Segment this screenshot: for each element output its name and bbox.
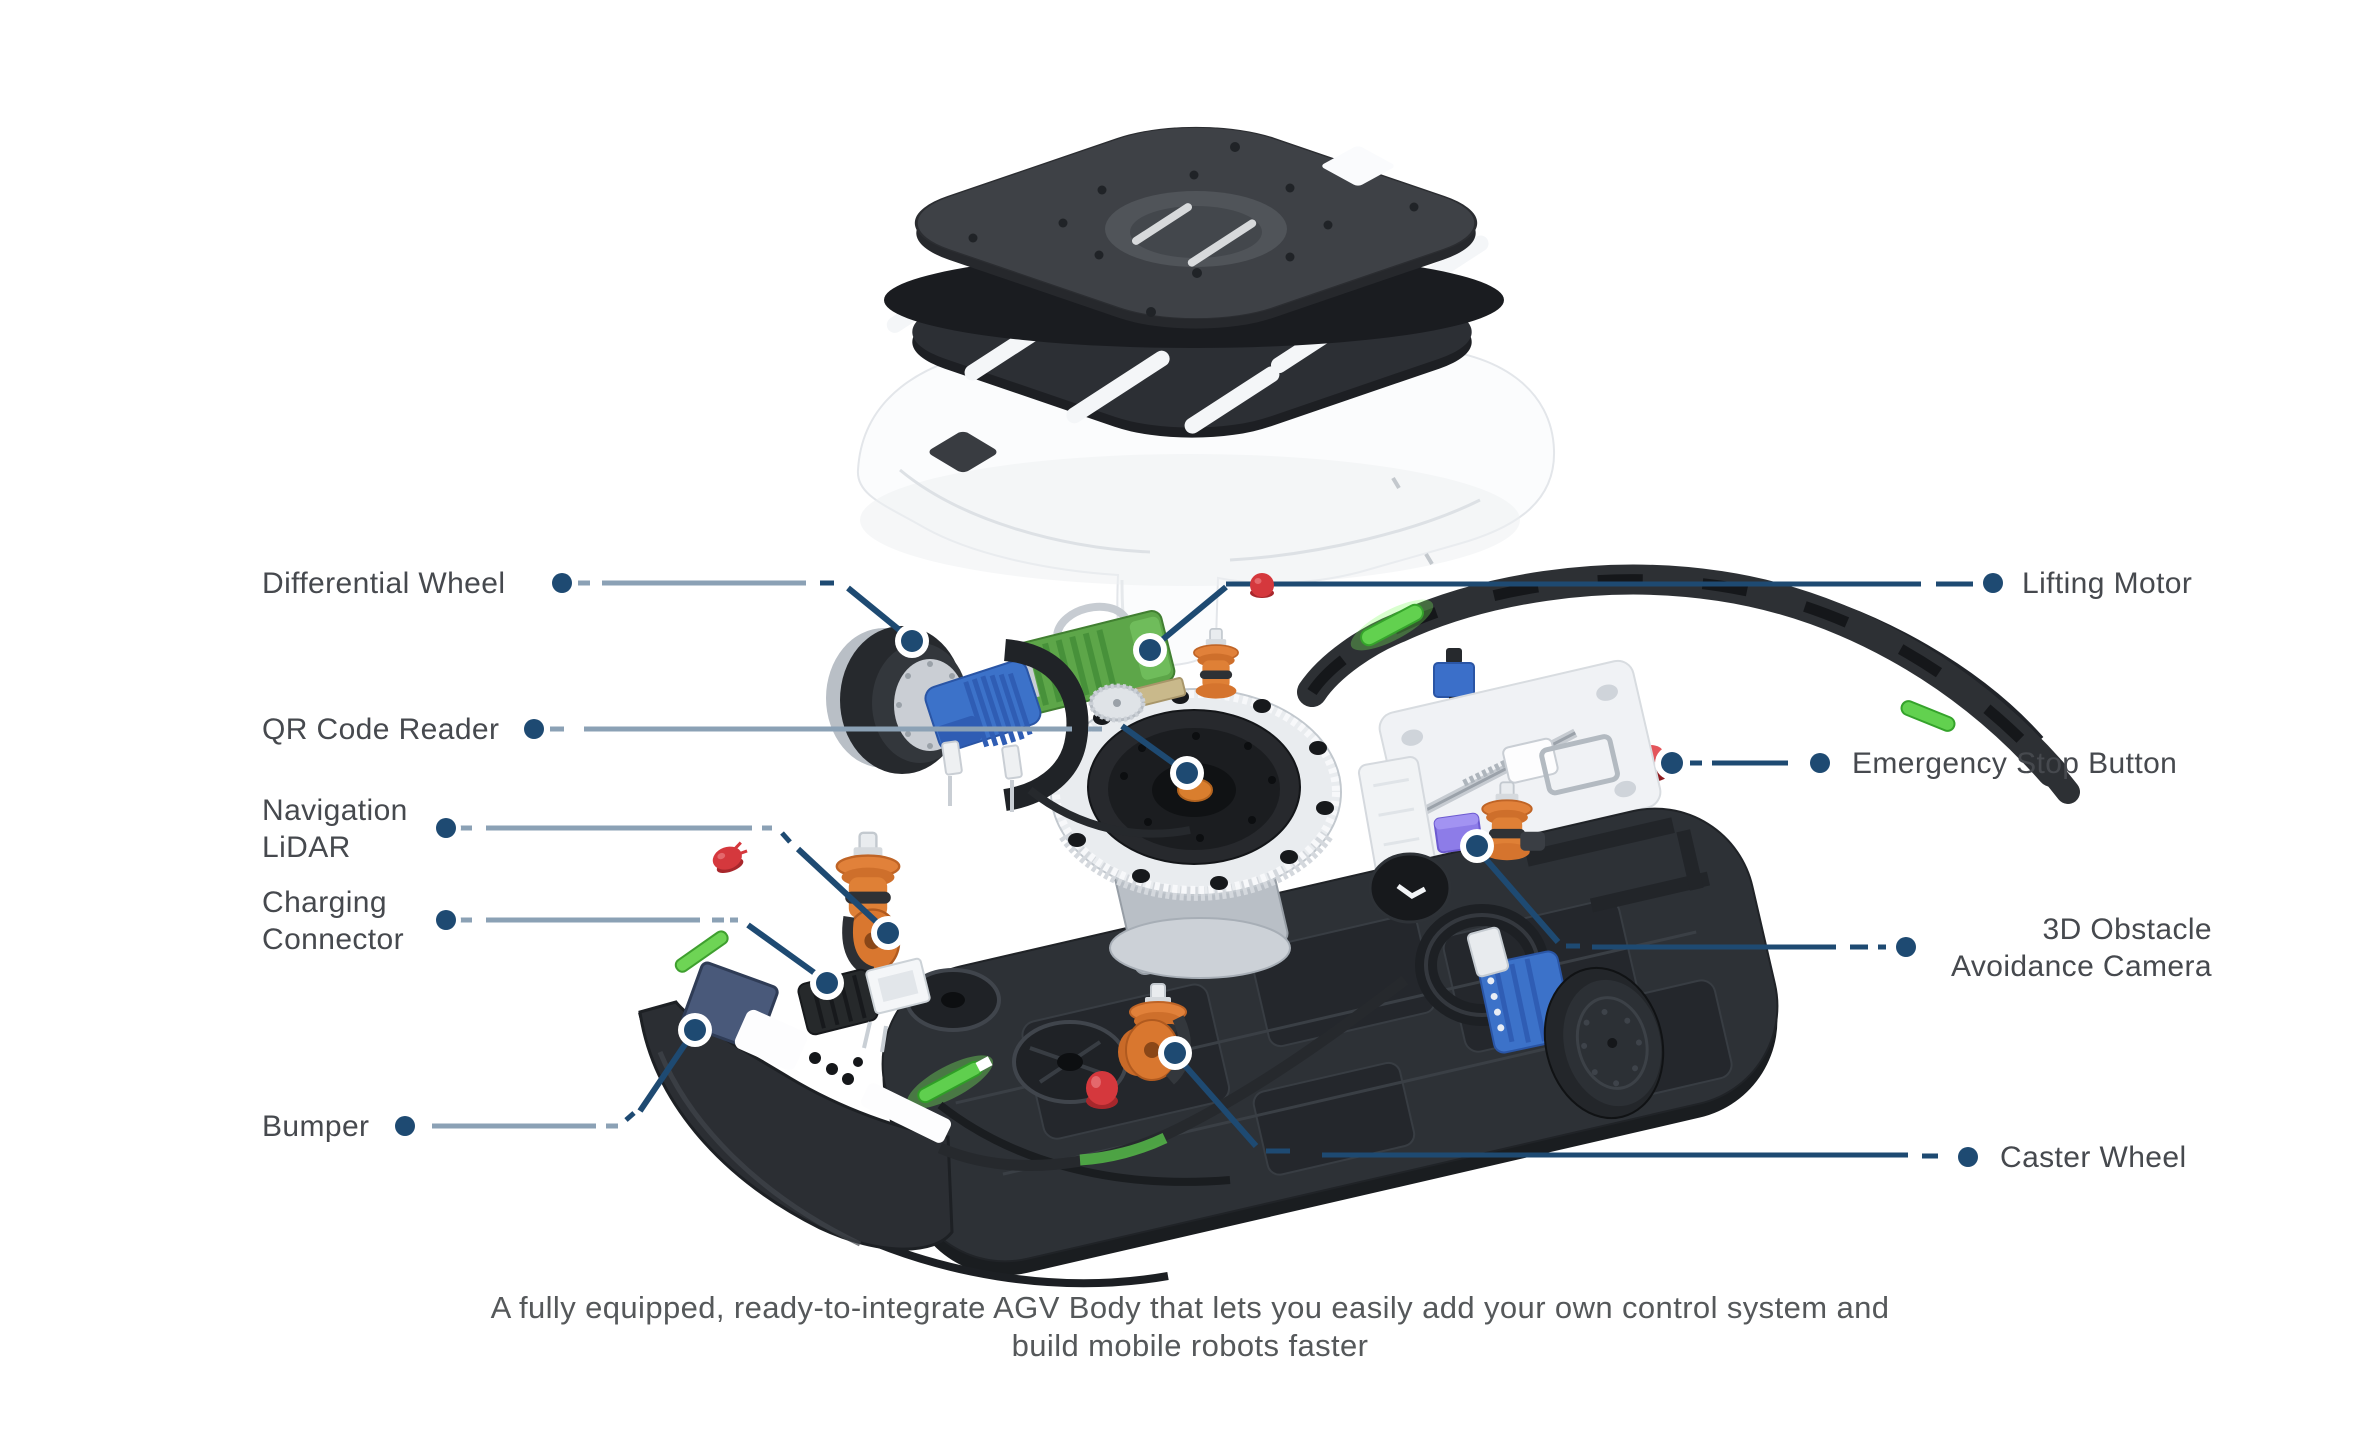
- label-qr-code-reader: QR Code Reader: [262, 713, 500, 746]
- differential-wheel-part: [826, 626, 1191, 838]
- label-dot-navigation-lidar: [431, 813, 461, 843]
- label-obstacle-camera: 3D Obstacle Avoidance Camera: [1951, 911, 2212, 985]
- label-dot-lifting-motor: [1978, 568, 2008, 598]
- round-pod: [1368, 852, 1452, 924]
- marker-qr-code-reader: [1170, 756, 1204, 790]
- caster-mount-bracket: [1466, 926, 1510, 978]
- label-charging-connector-line2: Connector: [262, 923, 405, 956]
- red-cap-top: [1250, 573, 1274, 598]
- label-lifting-motor: Lifting Motor: [2022, 567, 2193, 600]
- pinion-gear: [1088, 683, 1146, 723]
- marker-obstacle-camera: [1460, 829, 1494, 863]
- label-markers: [390, 568, 2008, 1172]
- dish-bolts: [1120, 732, 1276, 842]
- right-column: [1481, 781, 1545, 861]
- label-navigation-lidar-line1: Navigation: [262, 794, 408, 827]
- wheel-bracket-arm: [1003, 639, 1089, 811]
- label-differential-wheel: Differential Wheel: [262, 567, 506, 600]
- label-dot-caster-wheel: [1953, 1142, 1983, 1172]
- marker-emergency-stop: [1655, 746, 1689, 780]
- marker-lifting-motor: [1133, 633, 1167, 667]
- bracket-hardware: [941, 740, 1023, 812]
- label-bumper: Bumper: [262, 1110, 370, 1143]
- caster-wheel-orange-part: [1118, 983, 1191, 1085]
- shell-front-port: [929, 431, 997, 473]
- label-dot-charging-connector: [431, 905, 461, 935]
- caption-line2: build mobile robots faster: [1011, 1328, 1369, 1363]
- top-plate-part: [914, 126, 1478, 329]
- label-obstacle-camera-line2: Avoidance Camera: [1951, 950, 2212, 983]
- lidar-column: [835, 831, 901, 978]
- caster-wheel-blue-part: [1466, 926, 1665, 1120]
- red-cap-bottom: [1086, 1071, 1118, 1109]
- body-shell-part: [856, 346, 1556, 667]
- label-dot-differential-wheel: [547, 568, 577, 598]
- rear-bumper-green-sensor: [1350, 599, 1956, 732]
- charging-green-stick: [674, 930, 729, 973]
- marker-caster-wheel: [1158, 1036, 1192, 1070]
- caption-line1: A fully equipped, ready-to-integrate AGV…: [490, 1290, 1890, 1325]
- label-dot-qr-code-reader: [519, 714, 549, 744]
- marker-bumper: [678, 1013, 712, 1047]
- marker-charging-connector: [810, 966, 844, 1000]
- red-cap-left: [712, 841, 748, 874]
- label-caster-wheel: Caster Wheel: [2000, 1141, 2187, 1174]
- label-charging-connector: Charging Connector: [262, 884, 404, 958]
- leader-lines: [432, 580, 1973, 1159]
- label-emergency-stop-button: Emergency Stop Button: [1852, 747, 2178, 780]
- chassis-beams: [1525, 817, 1711, 913]
- label-dot-obstacle-camera: [1891, 932, 1921, 962]
- top-plate-screw-holes: [968, 142, 1419, 317]
- caption: A fully equipped, ready-to-integrate AGV…: [0, 1289, 2380, 1365]
- top-plate-square-cutout: [1322, 146, 1394, 186]
- marker-differential-wheel: [895, 624, 929, 658]
- slewing-bearing-part: [1050, 688, 1342, 979]
- label-dot-bumper: [390, 1111, 420, 1141]
- label-dot-emergency-stop: [1805, 748, 1835, 778]
- marker-navigation-lidar: [871, 916, 905, 950]
- bumper-rim-arc: [937, 975, 1409, 1171]
- charging-contact-green: [906, 1055, 994, 1109]
- label-navigation-lidar-line2: LiDAR: [262, 831, 351, 864]
- label-obstacle-camera-line1: 3D Obstacle: [2042, 913, 2212, 946]
- part-markers: [678, 624, 1689, 1070]
- label-navigation-lidar: Navigation LiDAR: [262, 792, 408, 866]
- lifting-bracket-part: [1357, 659, 1662, 888]
- label-charging-connector-line1: Charging: [262, 886, 387, 919]
- bumper-holes: [809, 1052, 863, 1085]
